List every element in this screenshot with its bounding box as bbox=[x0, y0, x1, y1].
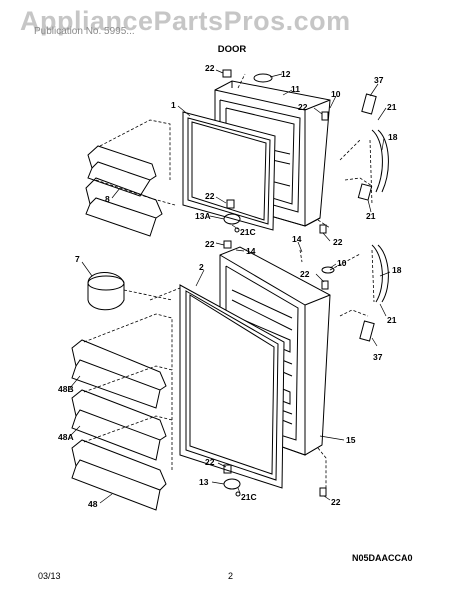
freezer-shelf-upper bbox=[88, 146, 156, 196]
callout-12: 12 bbox=[281, 69, 291, 79]
callout-11: 11 bbox=[291, 84, 300, 94]
callout-15: 15 bbox=[346, 435, 356, 445]
fresh-food-leader-lines bbox=[84, 250, 374, 490]
callout-2: 2 bbox=[199, 262, 204, 272]
freezer-leader-lines bbox=[96, 74, 372, 262]
callout-22: 22 bbox=[205, 239, 215, 249]
callout-18: 18 bbox=[388, 132, 398, 142]
callout-48A: 48A bbox=[58, 432, 74, 442]
freezer-door-gasket bbox=[183, 112, 275, 230]
fresh-food-handle bbox=[360, 245, 389, 341]
callout-22: 22 bbox=[205, 191, 215, 201]
callout-22: 22 bbox=[298, 102, 308, 112]
callout-10: 10 bbox=[331, 89, 341, 99]
callout-14: 14 bbox=[292, 234, 302, 244]
callout-13A: 13A bbox=[195, 211, 211, 221]
callout-21C: 21C bbox=[240, 227, 256, 237]
door-bin-48B bbox=[72, 340, 166, 408]
callout-22: 22 bbox=[300, 269, 310, 279]
callout-22: 22 bbox=[331, 497, 341, 507]
callout-48B: 48B bbox=[58, 384, 74, 394]
callout-21: 21 bbox=[387, 102, 397, 112]
callout-21: 21 bbox=[366, 211, 376, 221]
callout-8: 8 bbox=[105, 194, 110, 204]
callout-leaders bbox=[70, 70, 390, 503]
fresh-food-door-gasket bbox=[180, 285, 284, 488]
callout-37: 37 bbox=[374, 75, 384, 85]
freezer-shelf-lower bbox=[86, 178, 162, 236]
callout-18: 18 bbox=[392, 265, 402, 275]
callout-22: 22 bbox=[205, 457, 215, 467]
watermark-logo: AppliancePartsPros.com bbox=[20, 6, 351, 36]
butter-compartment bbox=[88, 272, 124, 309]
callout-21: 21 bbox=[387, 315, 397, 325]
callout-21C: 21C bbox=[241, 492, 257, 502]
publication-subtitle: Publication No. 5995... bbox=[34, 26, 135, 37]
callout-13: 13 bbox=[199, 477, 209, 487]
callout-14: 14 bbox=[246, 246, 256, 256]
footer-date: 03/13 bbox=[38, 571, 61, 581]
diagram-code: N05DAACCA0 bbox=[352, 553, 413, 563]
door-bin-48 bbox=[72, 440, 166, 510]
callout-1: 1 bbox=[171, 100, 176, 110]
callout-10: 10 bbox=[337, 258, 347, 268]
callout-7: 7 bbox=[75, 254, 80, 264]
callout-22: 22 bbox=[333, 237, 343, 247]
callout-48: 48 bbox=[88, 499, 98, 509]
callout-37: 37 bbox=[373, 352, 383, 362]
door-bin-48A bbox=[72, 390, 166, 460]
page-number: 2 bbox=[228, 571, 234, 581]
callout-22: 22 bbox=[205, 63, 215, 73]
freezer-handle bbox=[358, 94, 388, 200]
section-title: DOOR bbox=[217, 44, 247, 55]
